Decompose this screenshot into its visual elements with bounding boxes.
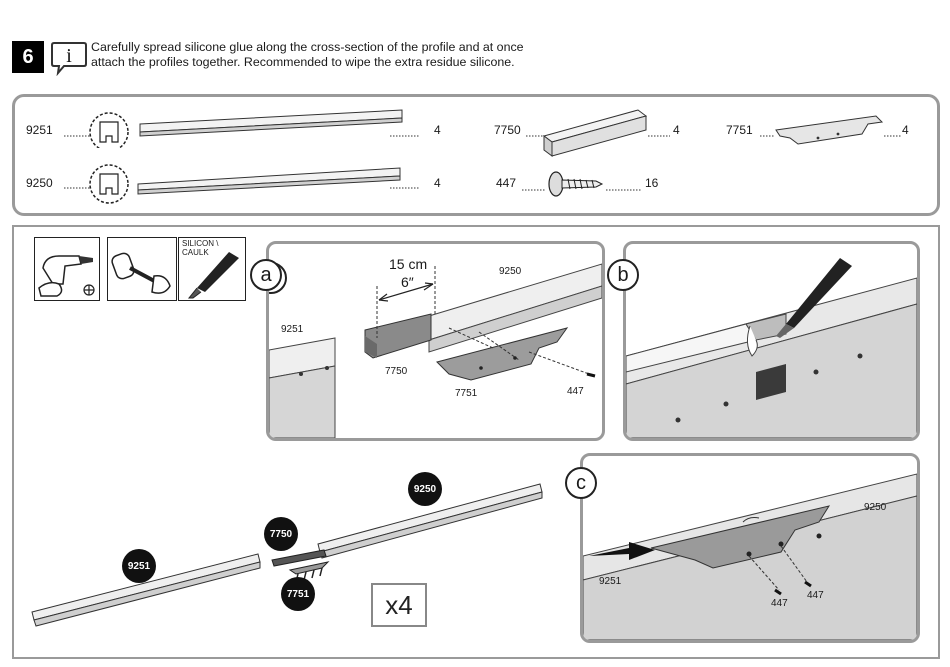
info-icon: i (50, 40, 88, 76)
panel-c: 9250 9251 447 447 (580, 453, 920, 643)
part-7750-id: 7750 (494, 123, 521, 137)
mallet-icon (107, 237, 177, 301)
panel-a-part-9251: 9251 (281, 324, 303, 335)
panel-c-part-9251: 9251 (599, 576, 621, 587)
panel-a-part-9250: 9250 (499, 266, 521, 277)
part-447-id: 447 (496, 176, 516, 190)
part-7751-id: 7751 (726, 123, 753, 137)
dimension-in: 6″ (401, 274, 414, 290)
part-7751-image (758, 110, 904, 150)
badge-7751: 7751 (281, 577, 315, 611)
instruction-line-1: Carefully spread silicone glue along the… (91, 40, 611, 55)
svg-text:i: i (66, 45, 72, 67)
panel-c-label: c (565, 467, 597, 499)
part-9251-id: 9251 (26, 123, 53, 137)
panel-b-label: b (607, 259, 639, 291)
panel-c-part-447-a: 447 (771, 598, 788, 609)
part-9251-image (60, 108, 420, 148)
badge-9251: 9251 (122, 549, 156, 583)
part-9250-qty: 4 (434, 176, 441, 190)
part-447-qty: 16 (645, 176, 658, 190)
part-9251-qty: 4 (434, 123, 441, 137)
step-number: 6 (12, 41, 44, 73)
part-7751-qty: 4 (902, 123, 909, 137)
panel-c-part-9250: 9250 (864, 502, 886, 513)
badge-7750: 7750 (264, 517, 298, 551)
multiplier: x4 (371, 583, 427, 627)
panel-a-part-7751: 7751 (455, 388, 477, 399)
part-7750-qty: 4 (673, 123, 680, 137)
part-9250-image (60, 160, 420, 204)
instruction-text: Carefully spread silicone glue along the… (91, 40, 611, 70)
silicon-label-line1: SILICON \ (182, 239, 218, 248)
assembly-overview (28, 476, 558, 638)
silicone-caulk-icon: SILICON \ CAULK (178, 237, 246, 301)
panel-a-part-447: 447 (567, 386, 584, 397)
dimension-cm: 15 cm (389, 256, 427, 272)
instruction-line-2: attach the profiles together. Recommende… (91, 55, 611, 70)
screw-447-icon (520, 170, 644, 200)
panel-a-label: a (250, 259, 282, 291)
silicon-caulk-label: SILICON \ CAULK (182, 239, 218, 257)
panel-a: a 15 cm 6″ 9250 9251 7750 7751 447 (266, 241, 605, 441)
panel-c-part-447-b: 447 (807, 590, 824, 601)
part-9250-id: 9250 (26, 176, 53, 190)
silicon-label-line2: CAULK (182, 248, 218, 257)
drill-icon (34, 237, 100, 301)
panel-b (623, 241, 920, 441)
badge-9250: 9250 (408, 472, 442, 506)
panel-a-part-7750: 7750 (385, 366, 407, 377)
part-7750-image (524, 106, 674, 166)
